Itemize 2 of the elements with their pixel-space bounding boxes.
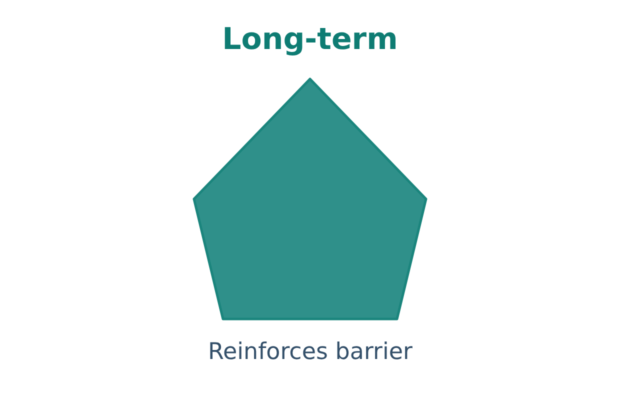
- shape-caption: Reinforces barrier: [208, 338, 412, 366]
- diagram-title: Long-term: [221, 22, 399, 58]
